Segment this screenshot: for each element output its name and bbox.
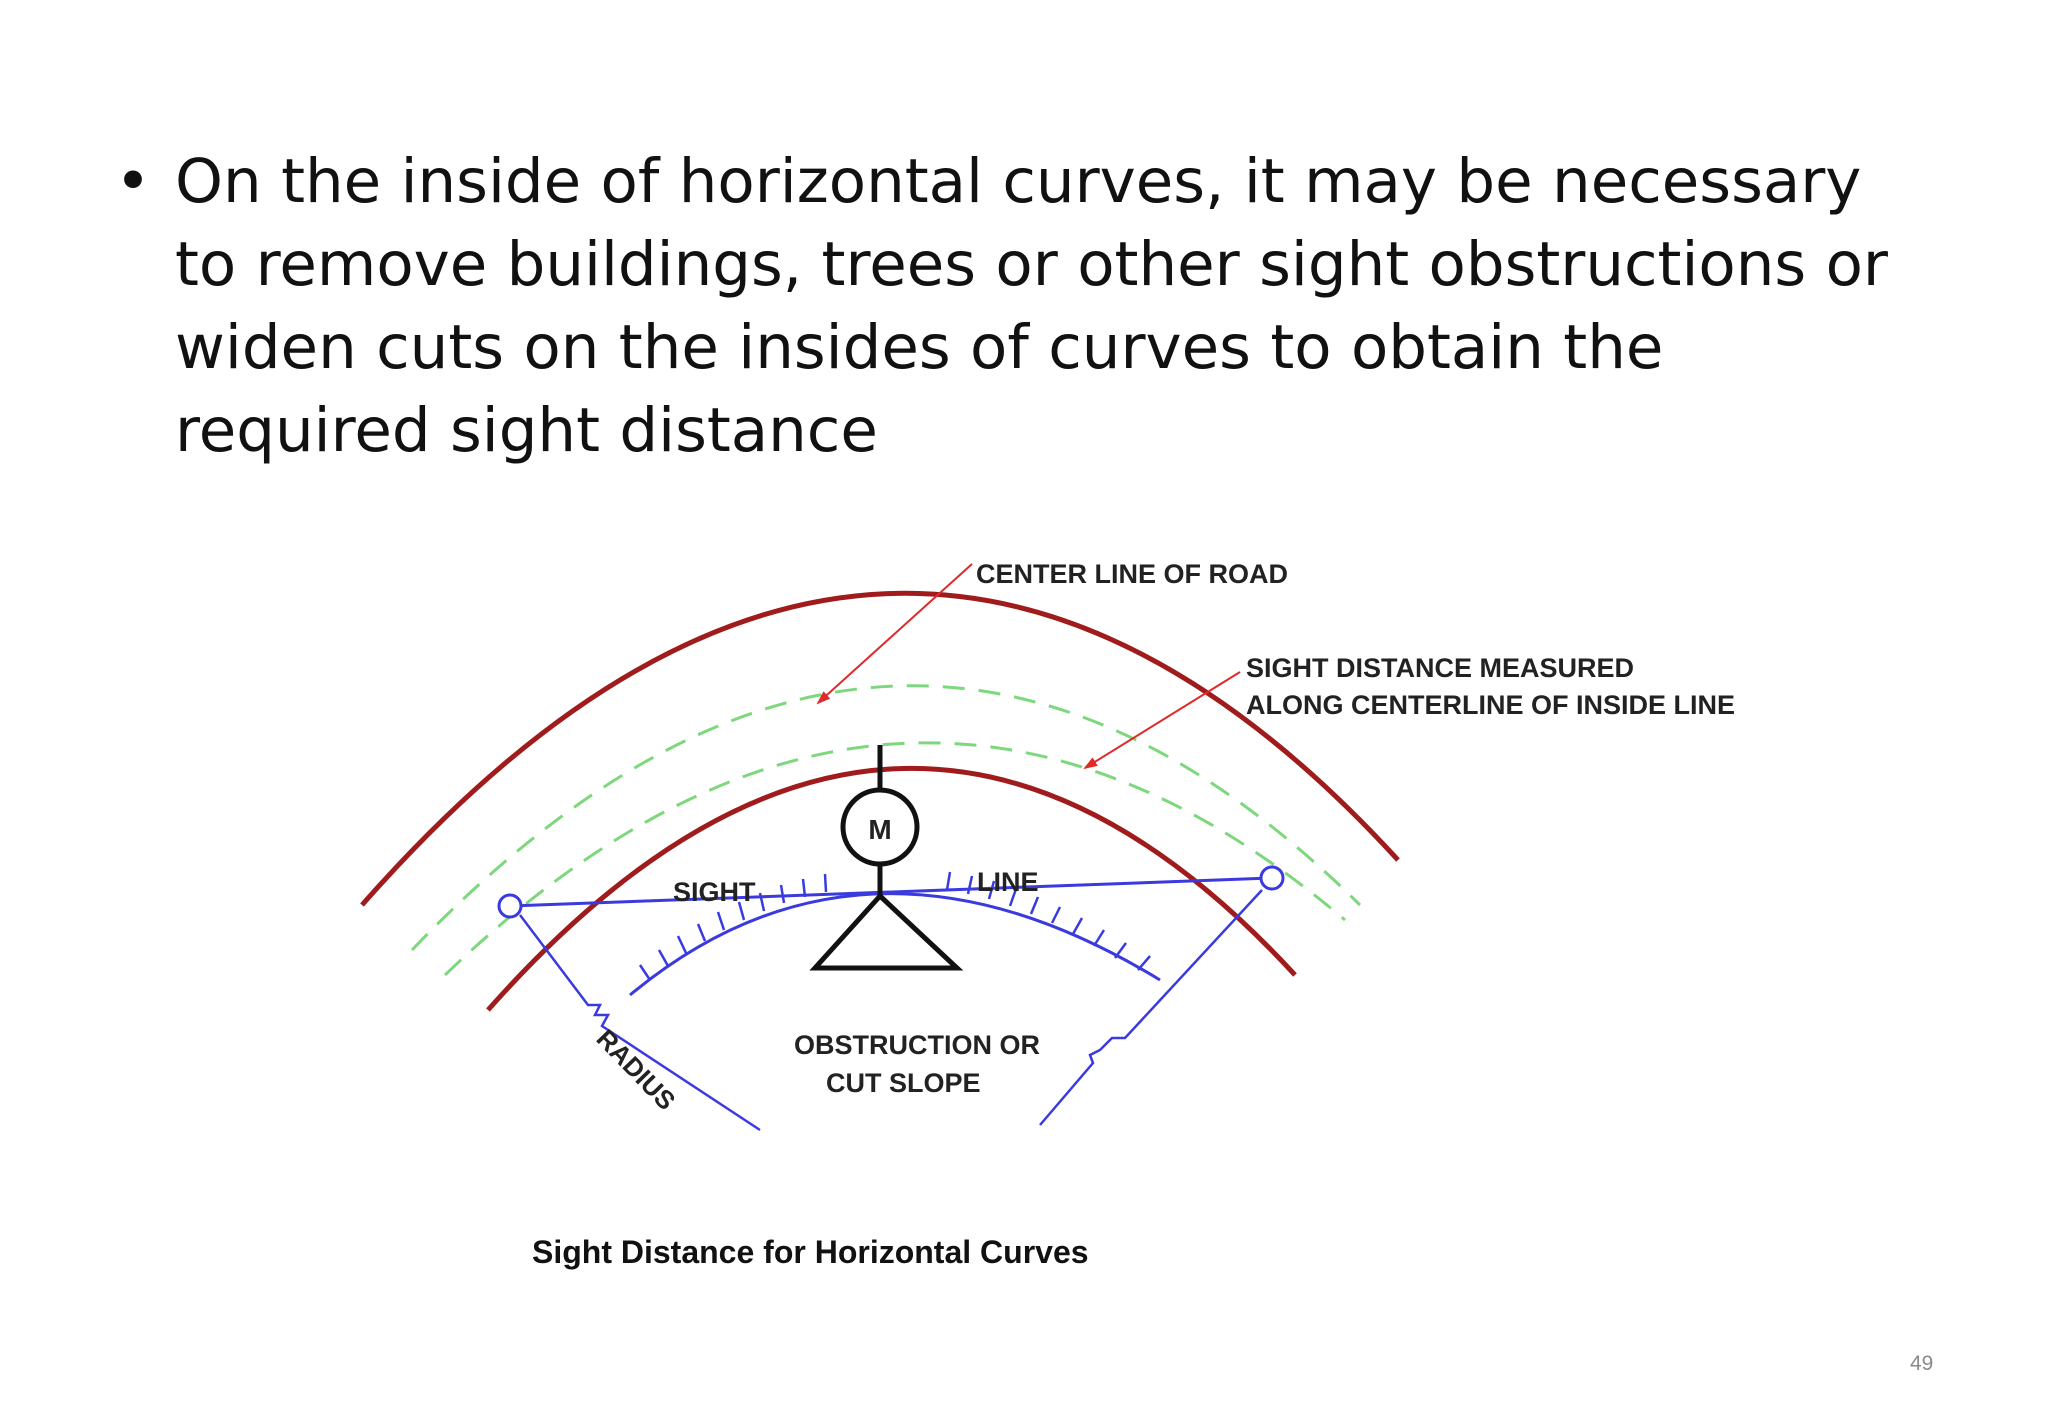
inner-road-edge [486, 765, 1297, 1012]
page-number: 49 [1910, 1352, 1934, 1375]
bullet-text: On the inside of horizontal curves, it m… [175, 146, 1888, 466]
right-radius-line [1039, 889, 1263, 1126]
obstruction-label-line-1: OBSTRUCTION OR [794, 1030, 1040, 1060]
inside-lane-centerline [443, 741, 1346, 977]
line-label: LINE [977, 867, 1039, 897]
sight-label: SIGHT [673, 877, 756, 907]
sight-distance-label-line-2: ALONG CENTERLINE OF INSIDE LINE [1246, 690, 1735, 720]
bullet-dot-icon: • [115, 146, 151, 217]
bullet-point: • On the inside of horizontal curves, it… [115, 140, 1915, 472]
middle-ordinate-label: M [868, 814, 891, 845]
center-line-label: CENTER LINE OF ROAD [976, 559, 1288, 589]
sight-line [509, 876, 1273, 908]
figure-caption: Sight Distance for Horizontal Curves [532, 1234, 1089, 1270]
center-line-leader [816, 563, 973, 705]
outer-road-edge [360, 590, 1400, 907]
left-radius-line [519, 914, 761, 1132]
right-eye-point-icon [1259, 865, 1285, 891]
obstruction-label-line-2: CUT SLOPE [826, 1068, 981, 1098]
center-line-of-road [410, 684, 1362, 952]
sight-distance-leader [1083, 671, 1241, 770]
middle-ordinate-triangle [809, 892, 964, 971]
sight-distance-label-line-1: SIGHT DISTANCE MEASURED [1246, 653, 1634, 683]
left-eye-point-icon [497, 893, 523, 919]
